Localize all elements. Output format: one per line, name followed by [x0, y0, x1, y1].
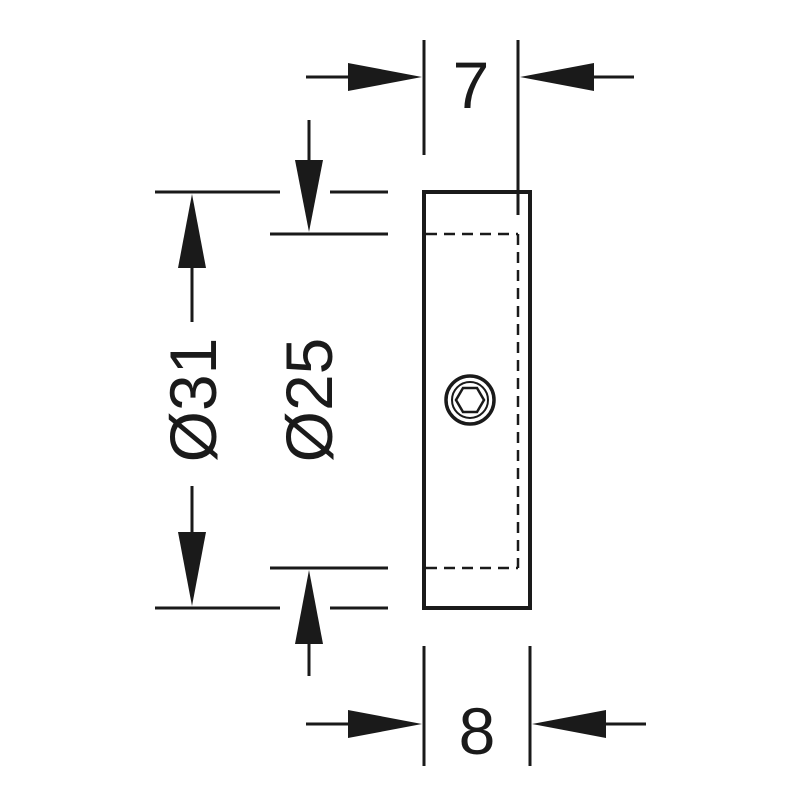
part-body	[422, 190, 532, 610]
outer-arrow-bottom	[178, 532, 206, 606]
top-width-dimension	[306, 40, 634, 215]
top-arrow-right	[520, 63, 594, 91]
inner-diameter-dimension	[270, 120, 388, 676]
outer-diameter-label: Ø31	[156, 338, 230, 463]
bottom-arrow-left	[348, 710, 422, 738]
inner-arrow-bottom	[295, 570, 323, 644]
inner-diameter-label: Ø25	[272, 338, 346, 463]
bottom-width-label: 8	[459, 694, 496, 768]
top-arrow-left	[348, 63, 422, 91]
hex-socket-hexagon	[454, 386, 486, 414]
outer-arrow-top	[178, 194, 206, 268]
hex-socket-inner-circle	[451, 381, 489, 419]
outer-diameter-dimension	[155, 190, 388, 610]
inner-arrow-top	[295, 160, 323, 232]
bottom-width-dimension	[306, 646, 646, 766]
top-width-label: 7	[453, 48, 490, 122]
part-outline	[422, 190, 532, 610]
bottom-arrow-right	[532, 710, 606, 738]
hex-socket-outer-circle	[444, 374, 496, 426]
hex-socket-icon	[444, 374, 496, 426]
